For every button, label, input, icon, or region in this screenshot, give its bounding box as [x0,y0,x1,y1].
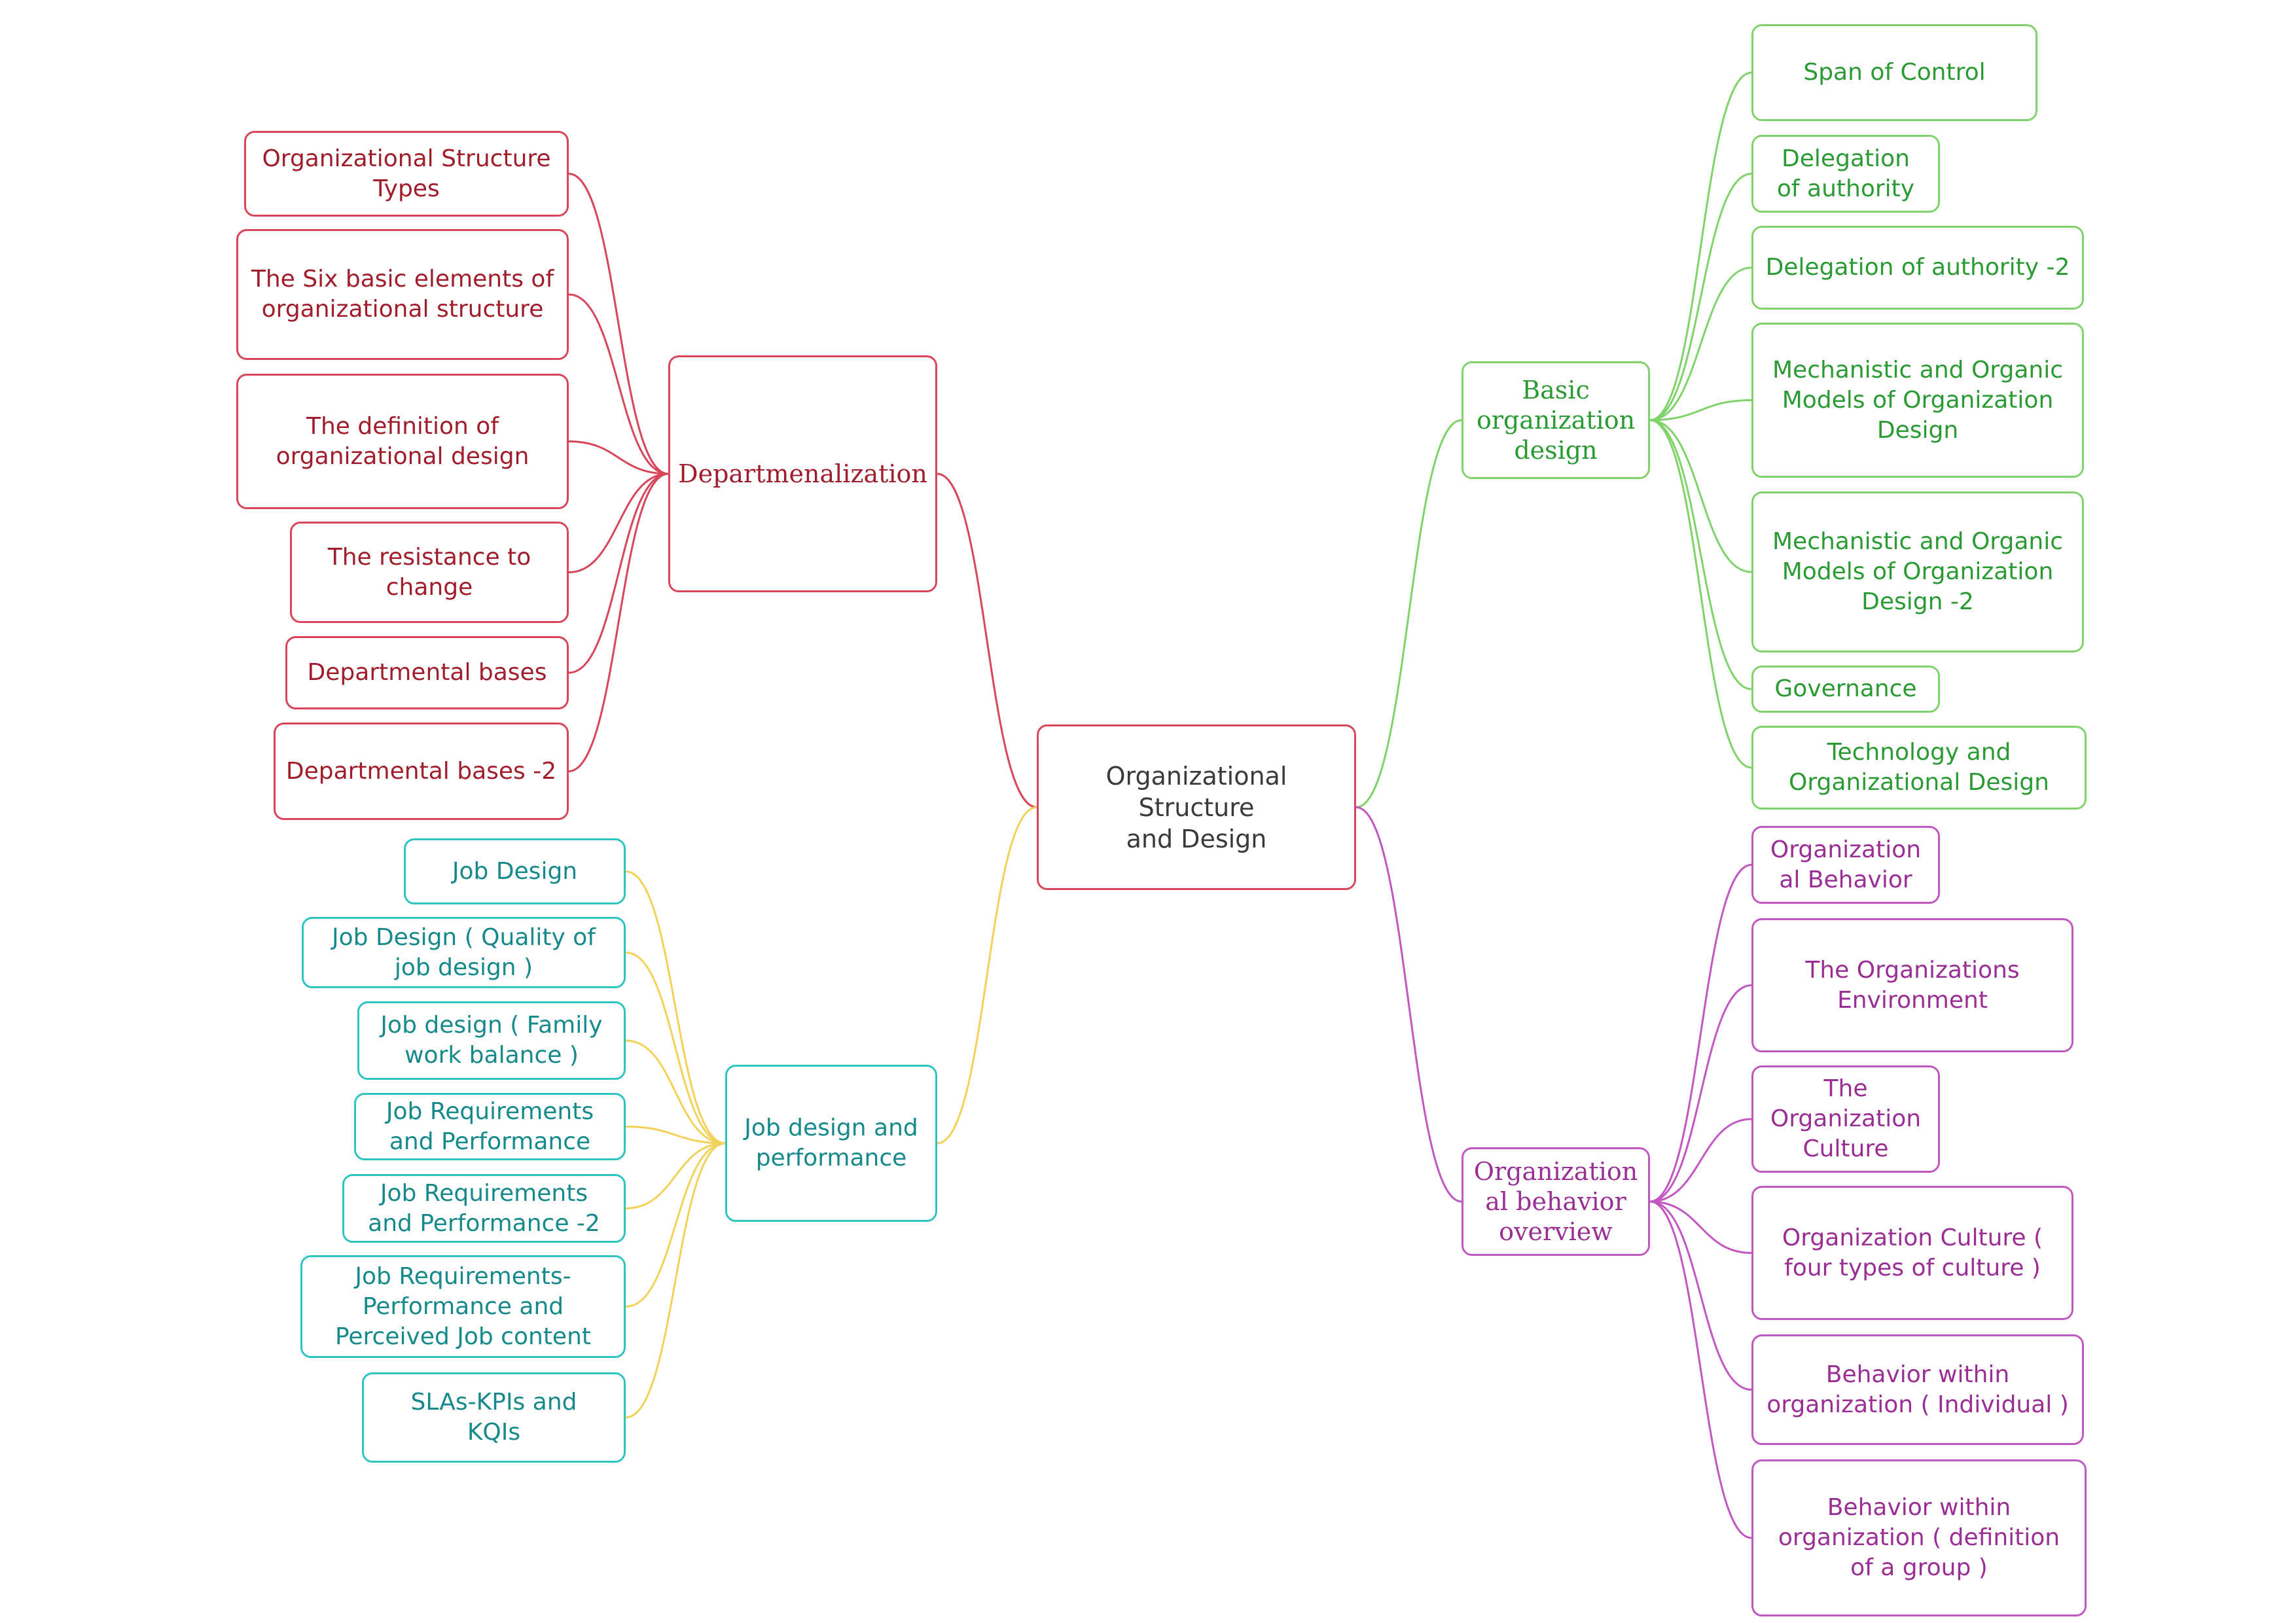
connector-departmentalization-1 [568,293,669,475]
connector-central-basic-design [1355,419,1462,808]
topic-organizations-environment[interactable]: The Organizations Environment [1751,918,2073,1052]
connector-job-design-4 [625,1142,726,1209]
topic-job-requirements-and-performance[interactable]: Job Requirements and Performance [354,1093,626,1160]
connector-departmentalization-0 [568,173,669,475]
branch-organizational-behavior-overview[interactable]: Organization al behavior overview [1462,1147,1650,1256]
connector-departmentalization-3 [568,473,669,573]
connector-behavior-0 [1649,864,1752,1203]
connector-basic-design-2 [1649,266,1752,421]
topic-six-basic-elements[interactable]: The Six basic elements of organizational… [236,229,569,360]
topic-mechanistic-organic-models-2[interactable]: Mechanistic and Organic Models of Organi… [1751,491,2084,652]
topic-departmental-bases[interactable]: Departmental bases [285,636,569,709]
connector-basic-design-0 [1649,71,1752,421]
connector-behavior-4 [1649,1200,1752,1391]
connector-departmentalization-5 [568,473,669,772]
topic-departmental-bases-2[interactable]: Departmental bases -2 [274,722,569,820]
topic-mechanistic-organic-models[interactable]: Mechanistic and Organic Models of Organi… [1751,323,2084,478]
connector-central-behavior [1355,806,1462,1203]
topic-resistance-to-change[interactable]: The resistance to change [290,522,569,623]
topic-job-design[interactable]: Job Design [404,838,626,904]
connector-job-design-2 [625,1039,726,1145]
topic-job-requirements-and-performance-2[interactable]: Job Requirements and Performance -2 [342,1174,626,1243]
branch-departmentalization[interactable]: Departmenalization [668,355,937,592]
topic-governance[interactable]: Governance [1751,666,1940,713]
connector-departmentalization-4 [568,473,669,674]
connector-behavior-1 [1649,984,1752,1203]
connector-basic-design-5 [1649,419,1752,690]
topic-technology-and-organizational-design[interactable]: Technology and Organizational Design [1751,726,2087,810]
topic-behavior-within-organization-group[interactable]: Behavior within organization ( definitio… [1751,1459,2087,1616]
connector-job-design-3 [625,1126,726,1145]
topic-slas-kpis-kqis[interactable]: SLAs-KPIs and KQIs [362,1372,626,1463]
topic-organization-culture-four-types[interactable]: Organization Culture ( four types of cul… [1751,1186,2073,1320]
connector-basic-design-4 [1649,419,1752,573]
central-topic[interactable]: Organizational Structure and Design [1037,724,1356,890]
topic-job-requirements-perceived-job-content[interactable]: Job Requirements- Performance and Percei… [300,1255,626,1358]
topic-organization-culture[interactable]: The Organization Culture [1751,1065,1940,1173]
connector-central-departmentalization [937,473,1037,808]
connector-behavior-3 [1649,1200,1752,1254]
connector-departmentalization-2 [568,440,669,475]
topic-behavior-within-organization-individual[interactable]: Behavior within organization ( Individua… [1751,1334,2084,1445]
connector-basic-design-3 [1649,399,1752,421]
topic-organizational-behavior[interactable]: Organization al Behavior [1751,826,1940,904]
topic-definition-of-organizational-design[interactable]: The definition of organizational design [236,374,569,509]
topic-span-of-control[interactable]: Span of Control [1751,24,2037,121]
connector-basic-design-6 [1649,419,1752,769]
connector-basic-design-1 [1649,173,1752,421]
connector-job-design-0 [625,870,726,1145]
branch-basic-organization-design[interactable]: Basic organization design [1462,361,1650,479]
connector-behavior-2 [1649,1118,1752,1203]
topic-organizational-structure-types[interactable]: Organizational Structure Types [244,131,569,217]
topic-delegation-of-authority[interactable]: Delegation of authority [1751,135,1940,213]
topic-delegation-of-authority-2[interactable]: Delegation of authority -2 [1751,226,2084,310]
topic-job-design-quality[interactable]: Job Design ( Quality of job design ) [302,917,626,988]
topic-job-design-family-work-balance[interactable]: Job design ( Family work balance ) [357,1001,626,1080]
connector-job-design-5 [625,1142,726,1308]
connector-job-design-6 [625,1142,726,1419]
branch-job-design-and-performance[interactable]: Job design and performance [725,1065,937,1222]
connector-central-job-design [937,806,1037,1145]
connector-behavior-5 [1649,1200,1752,1539]
connector-job-design-1 [625,952,726,1145]
